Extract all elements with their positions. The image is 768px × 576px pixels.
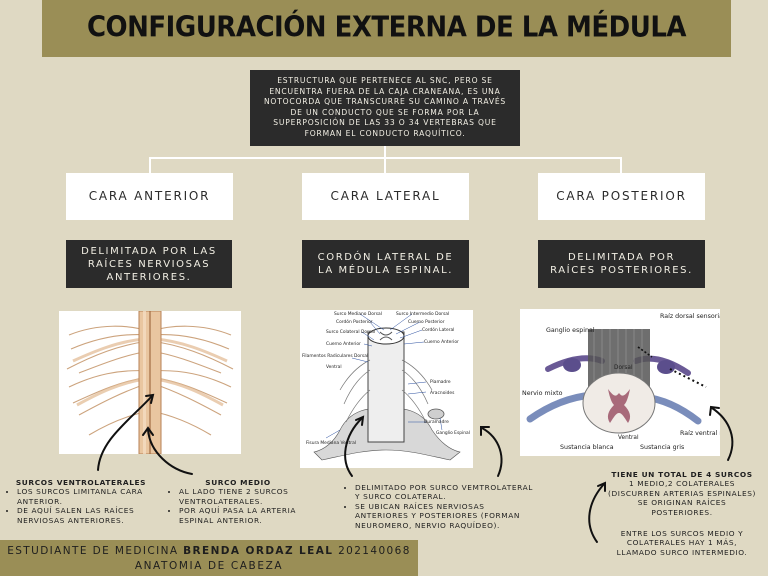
posterior-notes-line1: 1 MEDIO,2 COLATERALES (DISCURREN ARTERIA… bbox=[607, 479, 757, 517]
posterior-notes-title: TIENE UN TOTAL DE 4 SURCOS bbox=[611, 470, 753, 479]
arrow-head-4 bbox=[480, 426, 490, 436]
arrow-head-5 bbox=[597, 481, 606, 492]
lateral-notes-block: DELIMITADO POR SURCO VEMTROLATERAL Y SUR… bbox=[344, 483, 540, 530]
arrow-head-3 bbox=[355, 415, 365, 426]
posterior-notes-line2: ENTRE LOS SURCOS MEDIO Y COLATERALES HAY… bbox=[616, 529, 748, 557]
label-l3: Cordón Posterior bbox=[336, 318, 373, 325]
surco-medio-title: SURCO MEDIO bbox=[205, 478, 271, 487]
header-cara-posterior: CARA POSTERIOR bbox=[538, 173, 705, 220]
label-l14: Ganglio Espinal bbox=[436, 430, 470, 436]
surco-medio-block: SURCO MEDIO AL LADO TIENE 2 SURCOS VENTR… bbox=[168, 478, 318, 525]
desc-cara-anterior: DELIMITADA POR LAS RAÍCES NERVIOSAS ANTE… bbox=[66, 240, 232, 288]
arrow-head-2 bbox=[142, 426, 154, 436]
footer-name: BRENDA ORDAZ LEAL bbox=[183, 545, 334, 557]
label-l2: Surco Intermedio Dorsal bbox=[396, 311, 449, 317]
surcos-ventrolaterales-item-2: DE AQUÍ SALEN LAS RAÍCES NERVIOSAS ANTER… bbox=[17, 506, 166, 525]
label-l8: Cuerno Anterior bbox=[424, 339, 459, 345]
connector-center bbox=[384, 157, 386, 174]
footer-course: ANATOMIA DE CABEZA bbox=[134, 560, 284, 572]
footer-bar bbox=[0, 540, 418, 576]
intro-box: ESTRUCTURA QUE PERTENECE AL SNC, PERO SE… bbox=[250, 70, 520, 146]
label-l1: Surco Mediano Dorsal bbox=[334, 311, 382, 317]
footer-prefix: ESTUDIANTE DE MEDICINA bbox=[7, 545, 179, 557]
desc-cara-lateral: CORDÓN LATERAL DE LA MÉDULA ESPINAL. bbox=[302, 240, 469, 288]
label-l15: Fisura Mediana Ventral bbox=[306, 440, 356, 446]
header-cara-anterior-label: CARA ANTERIOR bbox=[88, 189, 211, 203]
lateral-notes-item-2: SE UBICAN RAÍCES NERVIOSAS ANTERIORES Y … bbox=[355, 502, 540, 530]
spinal-cord-cross-section: Ganglio espinal Raíz dorsal sensorial Ne… bbox=[522, 312, 720, 451]
label-ventral: Ventral bbox=[618, 435, 639, 441]
label-raiz-dorsal: Raíz dorsal sensorial bbox=[660, 312, 720, 320]
title-bar bbox=[42, 0, 731, 57]
header-cara-lateral-label: CARA LATERAL bbox=[330, 189, 441, 203]
label-l7: Cuerno Anterior bbox=[326, 341, 361, 347]
footer-id: 202140068 bbox=[338, 545, 411, 557]
label-l4: Cuerno Posterior bbox=[408, 319, 445, 325]
surcos-ventrolaterales-block: SURCOS VENTROLATERALES LOS SURCOS LIMITA… bbox=[6, 478, 166, 525]
label-nervio: Nervio mixto bbox=[522, 390, 563, 397]
header-cara-lateral: CARA LATERAL bbox=[302, 173, 469, 220]
header-cara-posterior-label: CARA POSTERIOR bbox=[556, 189, 687, 203]
arrow-surcos-ventrolaterales bbox=[97, 395, 153, 471]
arrow-surco-medio bbox=[147, 429, 193, 475]
spinal-cord-lateral-diagram: Surco Mediano Dorsal Surco Intermedio Do… bbox=[302, 311, 470, 461]
lateral-notes-item-1: DELIMITADO POR SURCO VEMTROLATERAL Y SUR… bbox=[355, 483, 540, 502]
arrow-posterior-bottom bbox=[588, 483, 605, 543]
surcos-ventrolaterales-item-1: LOS SURCOS LIMITANLA CARA ANTERIOR. bbox=[17, 487, 166, 506]
label-l10: Ventral bbox=[326, 364, 342, 370]
header-cara-anterior: CARA ANTERIOR bbox=[66, 173, 233, 220]
arrow-head-1 bbox=[145, 393, 155, 404]
label-l13: Duramadre bbox=[424, 419, 449, 425]
label-l5: Surco Colateral Dorsal bbox=[326, 329, 375, 335]
label-sust-gris: Sustancia gris bbox=[640, 444, 684, 451]
desc-cara-posterior: DELIMITADA POR RAÍCES POSTERIORES. bbox=[538, 240, 705, 288]
label-dorsal: Dorsal bbox=[614, 365, 633, 371]
image-posterior: Ganglio espinal Raíz dorsal sensorial Ne… bbox=[520, 309, 720, 456]
footer-student: ESTUDIANTE DE MEDICINA BRENDA ORDAZ LEAL… bbox=[0, 545, 418, 557]
label-l12: Aracnoides bbox=[430, 390, 455, 396]
label-ganglio: Ganglio espinal bbox=[546, 327, 595, 334]
label-l9: Filamentos Radiculares Dorsal bbox=[302, 353, 368, 359]
arrow-head-6 bbox=[709, 405, 720, 416]
spinal-cord-anterior-illustration bbox=[66, 311, 234, 454]
surco-medio-item-1: AL LADO TIENE 2 SURCOS VENTROLATERALES. bbox=[179, 487, 318, 506]
label-sust-blanca: Sustancia blanca bbox=[560, 444, 614, 451]
connector-left bbox=[149, 157, 151, 174]
surco-medio-item-2: POR AQUÍ PASA LA ARTERIA ESPINAL ANTERIO… bbox=[179, 506, 318, 525]
connector-vertical-main bbox=[384, 146, 386, 158]
surcos-ventrolaterales-title: SURCOS VENTROLATERALES bbox=[15, 478, 147, 487]
label-raiz-ventral: Raíz ventral motora bbox=[680, 429, 720, 437]
arrow-posterior-right bbox=[711, 407, 734, 461]
label-l6: Cordón Lateral bbox=[422, 326, 454, 333]
label-l11: Piamadre bbox=[430, 379, 451, 385]
page-title: CONFIGURACIÓN EXTERNA DE LA MÉDULA ESPIN… bbox=[86, 11, 687, 106]
arrow-lateral-right bbox=[481, 427, 503, 477]
connector-right bbox=[620, 157, 622, 174]
posterior-notes-block: TIENE UN TOTAL DE 4 SURCOS 1 MEDIO,2 COL… bbox=[606, 470, 758, 557]
image-lateral: Surco Mediano Dorsal Surco Intermedio Do… bbox=[300, 310, 473, 468]
arrow-lateral-left bbox=[344, 417, 363, 477]
